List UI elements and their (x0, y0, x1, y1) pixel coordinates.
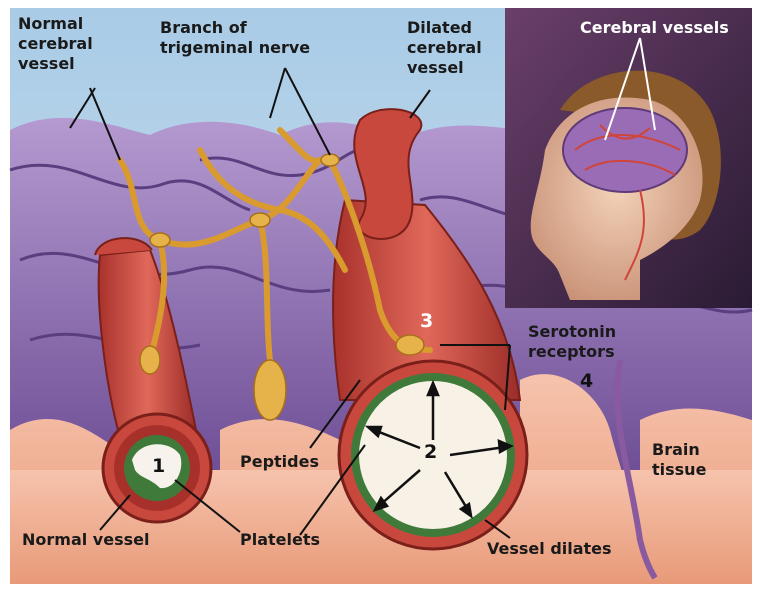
label-cerebral-vessels: Cerebral vessels (580, 18, 729, 38)
label-normal-vessel: Normal vessel (22, 530, 149, 550)
label-normal-cerebral-vessel: Normal cerebral vessel (18, 14, 93, 74)
label-normal-cerebral-vessel-line2: cerebral (18, 34, 93, 54)
step-number-1: 1 (152, 455, 165, 477)
label-serotonin-line1: Serotonin (528, 322, 616, 342)
label-branch-trigeminal-line2: trigeminal nerve (160, 38, 310, 58)
label-normal-cerebral-vessel-line3: vessel (18, 54, 93, 74)
label-vessel-dilates: Vessel dilates (487, 539, 612, 559)
label-dilated-cerebral-vessel: Dilated cerebral vessel (407, 18, 482, 78)
step-number-3: 3 (420, 310, 433, 332)
label-brain-tissue: Brain tissue (652, 440, 706, 480)
label-branch-trigeminal-line1: Branch of (160, 18, 310, 38)
label-normal-cerebral-vessel-line1: Normal (18, 14, 93, 34)
label-dilated-line1: Dilated (407, 18, 482, 38)
label-brain-tissue-line1: Brain (652, 440, 706, 460)
label-dilated-line3: vessel (407, 58, 482, 78)
inset-brain (563, 108, 687, 192)
label-serotonin-line2: receptors (528, 342, 616, 362)
label-platelets: Platelets (240, 530, 320, 550)
step-number-2: 2 (424, 441, 437, 463)
step-number-4: 4 (580, 370, 593, 392)
label-brain-tissue-line2: tissue (652, 460, 706, 480)
label-branch-trigeminal-nerve: Branch of trigeminal nerve (160, 18, 310, 58)
label-dilated-line2: cerebral (407, 38, 482, 58)
label-peptides: Peptides (240, 452, 319, 472)
label-serotonin-receptors: Serotonin receptors (528, 322, 616, 362)
